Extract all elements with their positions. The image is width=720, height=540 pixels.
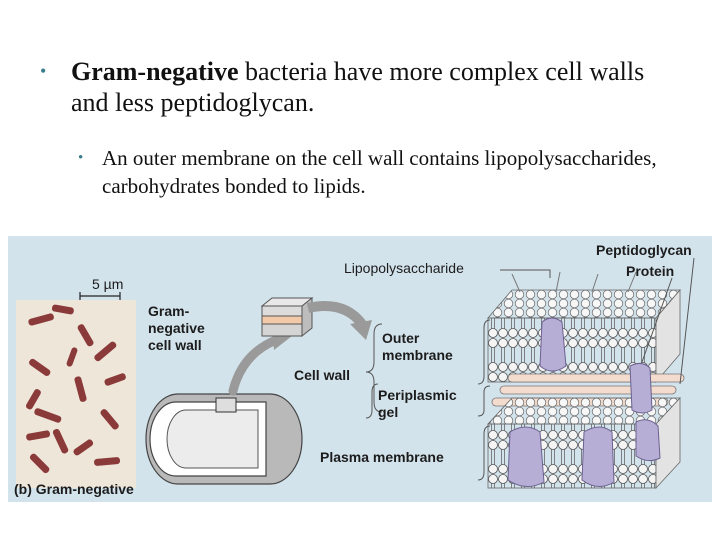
plasma-membrane-label: Plasma membrane <box>320 449 444 465</box>
cell-wall-label: Cell wall <box>294 367 351 383</box>
bullet-sub: • An outer membrane on the cell wall con… <box>78 144 678 200</box>
wall-block <box>260 296 314 338</box>
bullet-dot-icon: • <box>40 61 47 81</box>
outer-membrane-label-line2: membrane <box>382 347 453 363</box>
periplasmic-gel-label-line1: Periplasmic <box>378 387 457 403</box>
peptidoglycan-label: Peptidoglycan <box>596 242 692 258</box>
protein-label: Protein <box>626 263 675 279</box>
bullet-main-bold: Gram-negative <box>71 57 239 86</box>
figure-caption: (b) Gram-negative <box>14 481 134 497</box>
bullet-sub-text: An outer membrane on the cell wall conta… <box>102 146 657 198</box>
outer-membrane-label-line1: Outer <box>382 330 420 346</box>
bullet-main: • Gram-negative bacteria have more compl… <box>40 56 680 118</box>
gram-label-line1: Gram- <box>148 303 190 319</box>
bullet-main-rest: bacteria have more complex cell walls an… <box>71 57 645 117</box>
figure-illustration <box>16 257 695 490</box>
membrane-drawing <box>487 271 685 490</box>
bullet-main-text: Gram-negative bacteria have more complex… <box>40 56 680 118</box>
scale-bar-label: 5 µm <box>92 276 124 292</box>
gram-label-line3: cell wall <box>148 337 202 353</box>
periplasmic-gel-label-line2: gel <box>378 404 399 420</box>
cell-drawing <box>145 328 303 485</box>
lipopolysaccharide-label: Lipopolysaccharide <box>344 260 464 276</box>
gram-negative-figure: 5 µm Gram- negative cell wall Lipopolysa… <box>8 236 712 502</box>
bullet-dot-icon: • <box>78 150 84 166</box>
micrograph <box>16 292 136 488</box>
gram-label-line2: negative <box>148 320 205 336</box>
